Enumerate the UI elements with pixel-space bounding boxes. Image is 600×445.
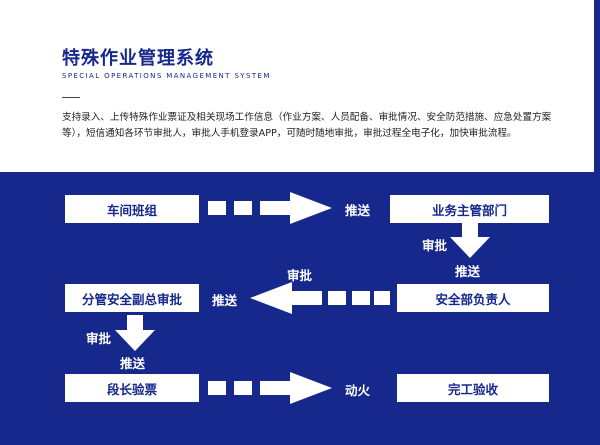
label-approve-3: 审批	[86, 331, 112, 346]
label-push-2: 推送	[455, 264, 481, 279]
label-push-4: 推送	[120, 356, 146, 371]
title-divider	[62, 97, 80, 98]
page-title: 特殊作业管理系统	[62, 48, 214, 69]
label-approve-2: 审批	[287, 268, 313, 283]
description-text: 支持录入、上传特殊作业票证及相关现场工作信息（作业方案、人员配备、审批情况、安全…	[62, 112, 552, 139]
label-push-3: 推送	[212, 293, 238, 308]
node-workshop-team: 车间班组	[65, 195, 199, 223]
arrow-down-1	[450, 222, 490, 258]
label-approve-1: 审批	[422, 238, 448, 253]
arrow-right-3	[208, 372, 332, 404]
arrow-down-2	[115, 315, 155, 351]
page-subtitle: SPECIAL OPERATIONS MANAGEMENT SYSTEM	[62, 72, 271, 80]
node-deputy-manager: 分管安全副总审批	[65, 284, 199, 312]
node-completion: 完工验收	[397, 374, 549, 402]
arrow-left-2	[250, 282, 390, 314]
node-safety-head: 安全部负责人	[397, 284, 549, 312]
node-section-chief: 段长验票	[65, 374, 199, 402]
label-fire: 动火	[345, 383, 371, 398]
label-push-1: 推送	[345, 203, 371, 218]
node-business-dept: 业务主管部门	[390, 195, 549, 223]
right-accent-stripe	[594, 0, 600, 172]
arrow-right-1	[208, 192, 332, 224]
